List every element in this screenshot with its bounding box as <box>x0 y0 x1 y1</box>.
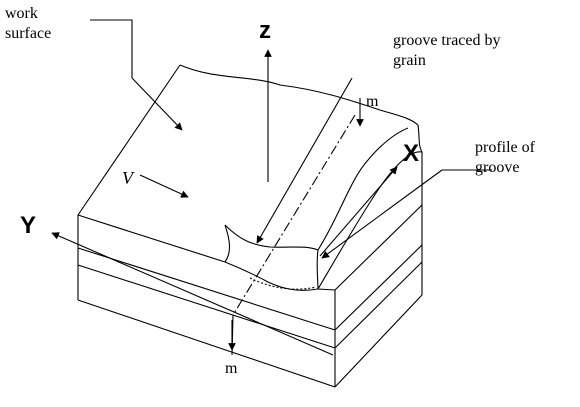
groove-traced-label-line2: grain <box>393 52 426 69</box>
groove-traced-arrow <box>256 77 353 244</box>
work-surface-label-line1: work <box>5 5 38 22</box>
y-axis-arrow <box>51 232 334 356</box>
arrows <box>51 19 492 356</box>
work-surface-arrow <box>131 77 183 131</box>
velocity-arrow <box>139 174 189 198</box>
x-axis-label: X <box>403 140 419 167</box>
work-surface-label-line2: surface <box>5 25 51 42</box>
profile-arrow <box>321 169 443 259</box>
y-axis-label: Y <box>20 212 36 239</box>
groove <box>224 114 423 356</box>
work-block <box>77 64 423 388</box>
work-surface-leader <box>90 19 133 78</box>
m-top-label: m <box>366 93 379 110</box>
z-axis-label: z <box>259 17 271 44</box>
m-bottom-label: m <box>225 360 238 377</box>
groove-traced-label-line1: groove traced by <box>393 32 501 49</box>
velocity-label: V <box>122 168 135 188</box>
x-axis-arrow <box>319 166 398 257</box>
profile-label-line1: profile of <box>475 139 536 156</box>
profile-label-line2: groove <box>475 159 519 176</box>
